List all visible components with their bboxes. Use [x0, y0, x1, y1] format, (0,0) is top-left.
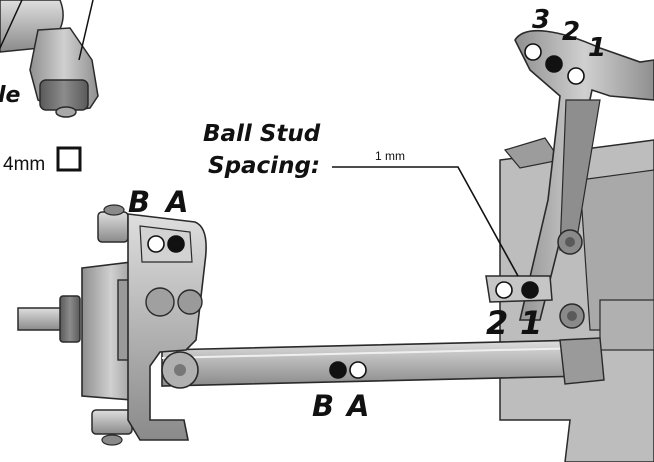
tower-bolt-lower-center	[567, 311, 577, 321]
top-hole-1-label: 1	[588, 33, 606, 63]
arm-hole-b	[329, 361, 347, 379]
chassis-lower-block	[599, 299, 654, 351]
top-hole-3-label: 3	[532, 5, 550, 35]
top-hole-1	[567, 67, 585, 85]
spacing-value: 1 mm	[375, 149, 405, 163]
kingpin-bottom	[91, 409, 133, 435]
size-option-checkbox[interactable]	[56, 146, 82, 172]
knuckle-carrier	[127, 213, 207, 441]
inset-callout-line	[78, 0, 94, 61]
spacing-callout	[332, 166, 519, 277]
tower-bolt-upper-center	[565, 237, 575, 247]
lower-arm-highlight	[161, 347, 586, 359]
kingpin-bottom-screw	[101, 434, 123, 446]
size-option-label: 4mm	[3, 154, 45, 175]
knuckle-steering-arm	[139, 225, 193, 263]
top-hole-3	[524, 43, 542, 61]
chassis-side-panel	[579, 169, 654, 331]
lower-hole-1	[521, 281, 539, 299]
chassis	[485, 29, 654, 462]
lower-hole-2-label: 2	[486, 304, 508, 342]
inset-part: le 4mm	[0, 0, 99, 175]
inset-part-pin	[55, 106, 77, 118]
labels: Ball Stud Spacing: 1 mm 3 2 1 2 1 B A B …	[128, 5, 606, 423]
shock-tower	[514, 29, 654, 321]
top-hole-2-label: 2	[562, 17, 580, 47]
knuckle-pivot-2	[177, 289, 203, 315]
knuckle-hole-b	[147, 235, 165, 253]
inset-part-cap	[39, 79, 89, 111]
lower-arm-pivot-center	[174, 364, 186, 376]
knuckle-hole-b-label: B	[128, 185, 150, 219]
lower-hole-2	[495, 281, 513, 299]
knuckle-hole-a-label: A	[164, 185, 188, 219]
spacing-leader-line	[332, 166, 519, 277]
lower-arm	[161, 337, 605, 389]
axle-nut	[59, 295, 81, 343]
ball-stud-title-line2: Spacing:	[208, 153, 320, 179]
kingpin-top	[97, 211, 129, 243]
top-hole-2	[545, 55, 563, 73]
knuckle-hole-a	[167, 235, 185, 253]
arm-hole-a	[349, 361, 367, 379]
arm-hole-a-label: A	[345, 389, 369, 423]
arm-hole-b-label: B	[312, 389, 334, 423]
inset-callout-line-2	[0, 0, 23, 49]
cropped-label: le	[0, 83, 21, 108]
lower-hole-1-label: 1	[520, 304, 542, 342]
lower-arm-mount	[559, 337, 605, 385]
ball-stud-title-line1: Ball Stud	[203, 121, 321, 147]
knuckle-assembly	[17, 204, 207, 446]
kingpin-top-screw	[103, 204, 125, 216]
knuckle-pivot	[145, 287, 175, 317]
